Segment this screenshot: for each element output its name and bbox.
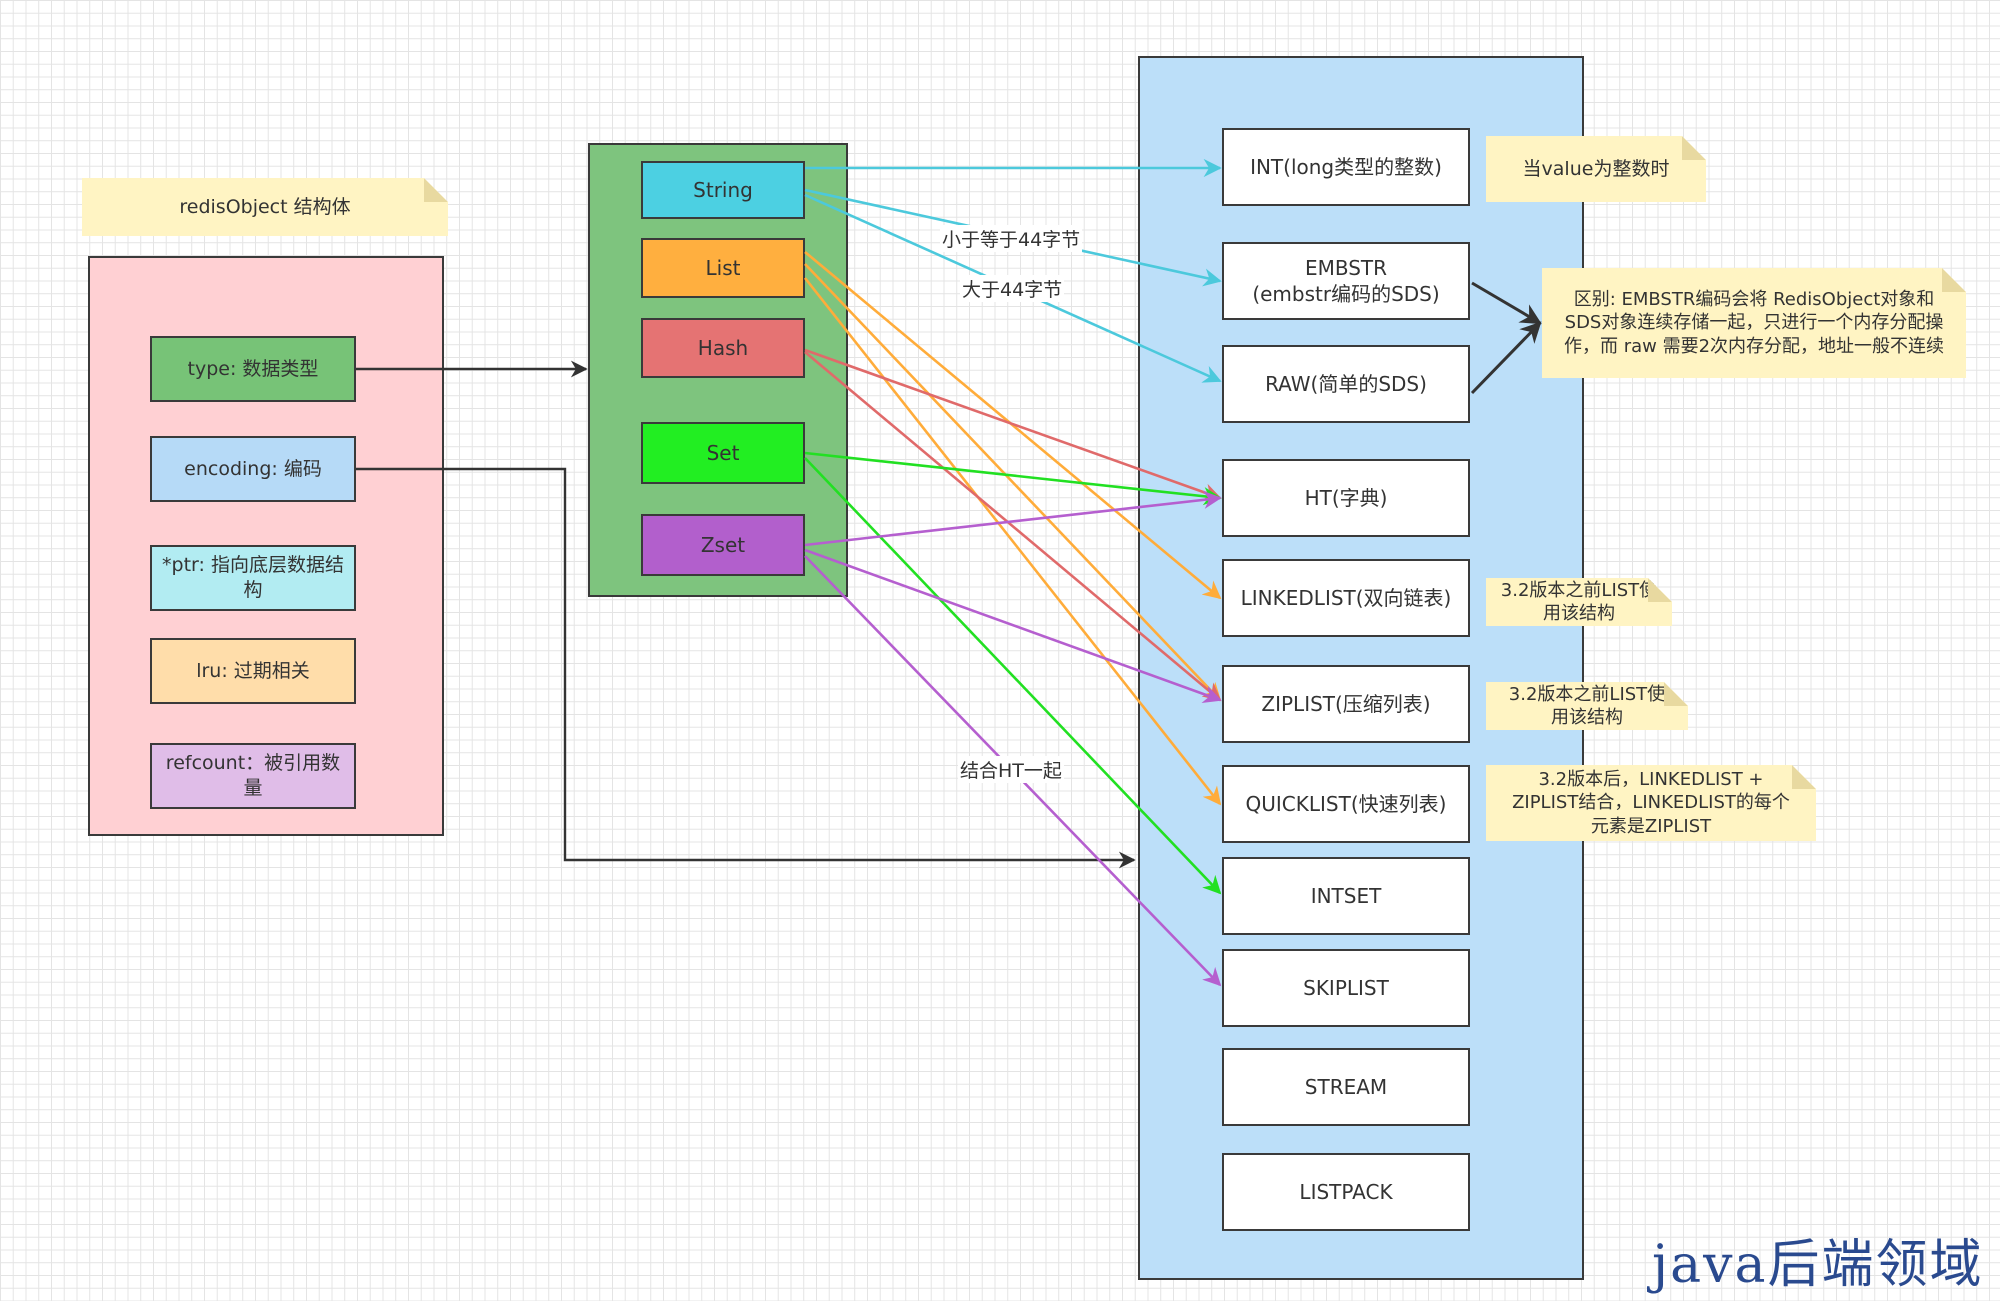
enc-embstr-label: EMBSTR (embstr编码的SDS) [1252, 256, 1440, 306]
type-list-label: List [705, 256, 741, 280]
field-type[interactable]: type: 数据类型 [150, 336, 356, 402]
edge-set-ht [804, 451, 1222, 506]
field-refcount[interactable]: refcount：被引用数量 [150, 743, 356, 809]
type-hash[interactable]: Hash [641, 318, 805, 378]
note-ziplist-text: 3.2版本之前LIST使用该结构 [1508, 683, 1666, 728]
enc-listpack[interactable]: LISTPACK [1222, 1153, 1470, 1231]
type-string[interactable]: String [641, 161, 805, 219]
enc-ht-label: HT(字典) [1304, 486, 1388, 510]
edge-zset-ht [804, 490, 1222, 547]
note-int-text: 当value为整数时 [1522, 157, 1670, 180]
enc-skiplist-label: SKIPLIST [1303, 976, 1389, 1000]
edge-hash-ziplist [804, 351, 1222, 702]
field-encoding-label: encoding: 编码 [184, 457, 322, 480]
enc-intset-label: INTSET [1310, 884, 1382, 908]
edge-set-intset [804, 457, 1222, 895]
note-embstr-text: 区别: EMBSTR编码会将 RedisObject对象和SDS对象连续存储一起… [1563, 288, 1945, 357]
field-lru[interactable]: lru: 过期相关 [150, 638, 356, 704]
enc-embstr[interactable]: EMBSTR (embstr编码的SDS) [1222, 242, 1470, 320]
enc-stream[interactable]: STREAM [1222, 1048, 1470, 1126]
type-zset-label: Zset [700, 533, 746, 557]
enc-quicklist-label: QUICKLIST(快速列表) [1245, 792, 1447, 816]
edge-list-quicklist [803, 277, 1222, 806]
edge-zset-ziplist [804, 548, 1222, 703]
edge-list-ziplist [804, 263, 1222, 702]
watermark: java后端领域 [1652, 1235, 1984, 1295]
edge-encoding-to-encodings [356, 467, 1136, 869]
edge-label-gt44: 大于44字节 [960, 275, 1065, 302]
field-ptr[interactable]: *ptr: 指向底层数据结构 [150, 545, 356, 611]
note-linkedlist-text: 3.2版本之前LIST使用该结构 [1500, 579, 1658, 624]
note-embstr: 区别: EMBSTR编码会将 RedisObject对象和SDS对象连续存储一起… [1542, 268, 1966, 378]
enc-listpack-label: LISTPACK [1299, 1180, 1393, 1204]
enc-linkedlist[interactable]: LINKEDLIST(双向链表) [1222, 559, 1470, 637]
type-hash-label: Hash [697, 336, 749, 360]
enc-int[interactable]: INT(long类型的整数) [1222, 128, 1470, 206]
enc-raw-label: RAW(简单的SDS) [1265, 372, 1427, 396]
enc-ziplist-label: ZIPLIST(压缩列表) [1261, 692, 1431, 716]
field-ptr-label: *ptr: 指向底层数据结构 [162, 554, 344, 601]
note-quicklist: 3.2版本后，LINKEDLIST + ZIPLIST结合，LINKEDLIST… [1486, 765, 1816, 841]
edge-embstr-to-note [1471, 281, 1542, 325]
note-quicklist-text: 3.2版本后，LINKEDLIST + ZIPLIST结合，LINKEDLIST… [1512, 768, 1790, 837]
enc-int-label: INT(long类型的整数) [1250, 155, 1442, 179]
redisobject-note: redisObject 结构体 [82, 178, 448, 236]
note-ziplist: 3.2版本之前LIST使用该结构 [1486, 682, 1688, 730]
field-encoding[interactable]: encoding: 编码 [150, 436, 356, 502]
enc-skiplist[interactable]: SKIPLIST [1222, 949, 1470, 1027]
type-zset[interactable]: Zset [641, 514, 805, 576]
field-refcount-label: refcount：被引用数量 [165, 752, 341, 799]
enc-ziplist[interactable]: ZIPLIST(压缩列表) [1222, 665, 1470, 743]
enc-quicklist[interactable]: QUICKLIST(快速列表) [1222, 765, 1470, 843]
enc-intset[interactable]: INTSET [1222, 857, 1470, 935]
enc-stream-label: STREAM [1304, 1075, 1388, 1099]
type-list[interactable]: List [641, 238, 805, 298]
enc-raw[interactable]: RAW(简单的SDS) [1222, 345, 1470, 423]
field-lru-label: lru: 过期相关 [196, 659, 310, 682]
type-string-label: String [693, 178, 753, 202]
edge-raw-to-note [1470, 321, 1542, 395]
edge-hash-ht [804, 348, 1222, 502]
edge-label-zset-ht: 结合HT一起 [958, 756, 1064, 783]
type-set-label: Set [706, 441, 740, 465]
redisobject-note-text: redisObject 结构体 [179, 195, 351, 218]
edge-label-le44: 小于等于44字节 [940, 225, 1083, 252]
note-linkedlist: 3.2版本之前LIST使用该结构 [1486, 578, 1672, 626]
type-set[interactable]: Set [641, 422, 805, 484]
note-int: 当value为整数时 [1486, 136, 1706, 202]
enc-linkedlist-label: LINKEDLIST(双向链表) [1240, 586, 1452, 610]
enc-ht[interactable]: HT(字典) [1222, 459, 1470, 537]
field-type-label: type: 数据类型 [187, 357, 319, 380]
